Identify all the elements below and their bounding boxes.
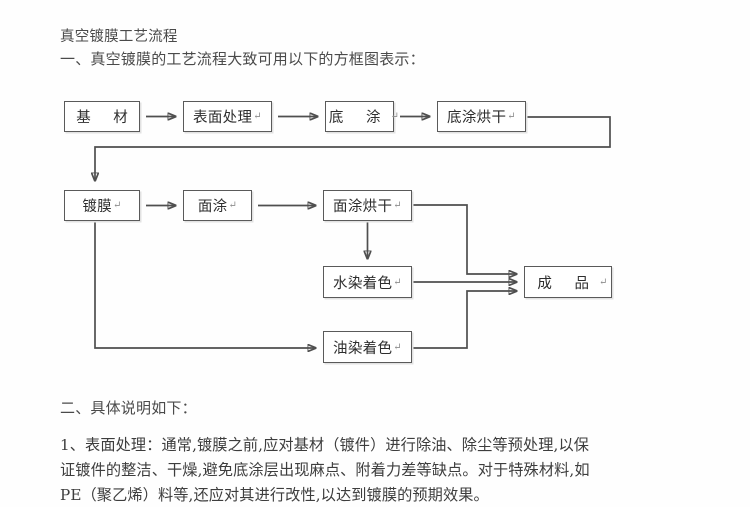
edge-topcoat-dry-to-finished — [412, 204, 517, 274]
flow-node-coating: 镀膜↵ — [64, 190, 140, 221]
flow-node-oil-dyeing-label: 油染着色 — [333, 340, 393, 357]
edge-oil-dye-to-finished — [412, 291, 517, 349]
flow-node-topcoat-label: 面涂 — [197, 199, 228, 215]
pilcrow-mark: ↵ — [393, 276, 402, 288]
flow-node-substrate-label: 基 材 — [76, 110, 137, 126]
pilcrow-mark: ↵ — [598, 276, 608, 288]
pilcrow-mark: ↵ — [393, 341, 402, 353]
section-one-heading: 一、真空镀膜的工艺流程大致可用以下的方框图表示： — [60, 50, 425, 68]
flow-node-surface-treatment-label: 表面处理 — [193, 110, 253, 126]
flow-node-topcoat-drying-label: 面涂烘干 — [333, 199, 393, 215]
pilcrow-mark: ↵ — [253, 111, 262, 122]
paragraph-line: 1、表面处理：通常,镀膜之前,应对基材（镀件）进行除油、除尘等预处理,以保 — [60, 436, 590, 454]
flow-node-substrate: 基 材 — [64, 101, 140, 132]
flow-node-finished-product: 成 品↵ — [524, 266, 612, 298]
pilcrow-mark: ↵ — [228, 200, 238, 211]
pilcrow-mark: ↵ — [507, 111, 516, 122]
pilcrow-mark: ↵ — [112, 200, 122, 211]
flow-node-primer: 底 涂↵ — [325, 101, 399, 132]
flow-node-water-dyeing: 水染着色↵ — [323, 266, 412, 298]
pilcrow-mark: ↵ — [393, 200, 402, 211]
paragraph-line: PE（聚乙烯）料等,还应对其进行改性,以达到镀膜的预期效果。 — [60, 486, 489, 504]
flow-node-topcoat: 面涂↵ — [183, 190, 252, 221]
section-two-paragraph: 1、表面处理：通常,镀膜之前,应对基材（镀件）进行除油、除尘等预处理,以保 证镀… — [60, 433, 708, 507]
paragraph-line: 证镀件的整洁、干燥,避免底涂层出现麻点、附着力差等缺点。对于特殊材料,如 — [60, 461, 590, 479]
flow-node-coating-label: 镀膜 — [82, 199, 112, 215]
edge-coating-to-oil-dye — [94, 221, 316, 348]
flow-node-water-dyeing-label: 水染着色 — [333, 275, 393, 292]
document-title: 真空镀膜工艺流程 — [60, 29, 178, 45]
flow-node-oil-dyeing: 油染着色↵ — [323, 331, 412, 363]
flow-node-surface-treatment: 表面处理↵ — [183, 101, 272, 132]
pilcrow-mark: ↵ — [390, 111, 400, 122]
flow-node-primer-drying-label: 底涂烘干 — [447, 110, 507, 126]
flow-node-topcoat-drying: 面涂烘干↵ — [323, 190, 412, 221]
flow-node-finished-product-label: 成 品 — [537, 275, 598, 292]
flow-node-primer-label: 底 涂 — [328, 110, 390, 126]
flow-node-primer-drying: 底涂烘干↵ — [437, 101, 526, 132]
section-two-heading: 二、具体说明如下： — [60, 399, 197, 417]
